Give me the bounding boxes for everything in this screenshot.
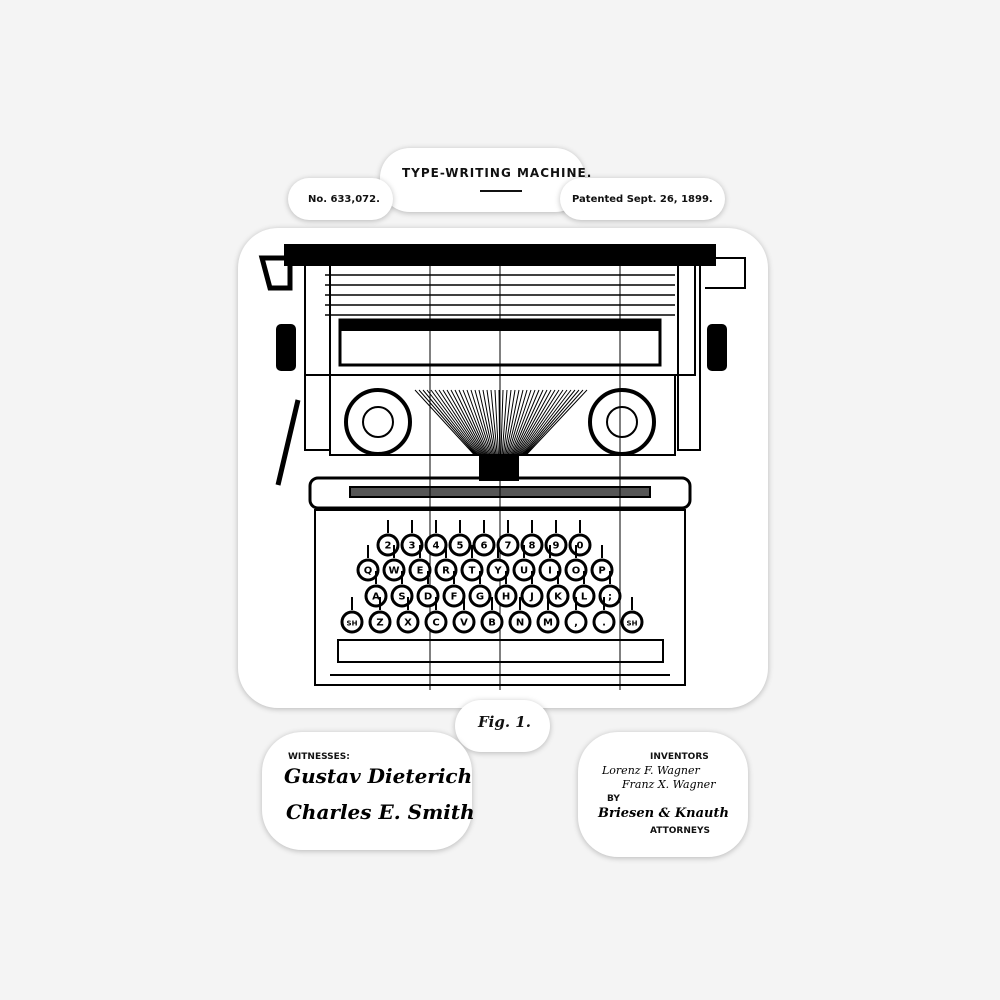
key-label: P [598,566,605,577]
key-label: G [476,592,484,603]
right-spool-hub [607,407,637,437]
left-spool-hub [363,407,393,437]
left-knob [277,325,295,370]
key-label: 6 [481,541,488,552]
key-label: Y [493,566,502,577]
key-label: ; [608,592,612,603]
right-frame [678,260,700,450]
key-label: S [398,592,405,603]
key-label: 3 [409,541,416,552]
left-spool [346,390,410,454]
key-label: C [432,618,439,629]
key-label: W [388,566,399,577]
key-label: Z [376,618,383,629]
key-label: 0 [577,541,584,552]
key-label: 7 [505,541,512,552]
key-label: SH [627,620,638,628]
key-label: 2 [385,541,392,552]
typebar-lines [415,390,587,455]
key-label: T [469,566,476,577]
key-label: U [520,566,528,577]
key-label: F [451,592,458,603]
key-label: 8 [529,541,536,552]
key-label: 9 [553,541,560,552]
key-label: 4 [433,541,440,552]
left-lever [262,258,298,485]
key-label: B [488,618,496,629]
witness-signature-2: Charles E. Smith [286,800,475,824]
key-label: , [574,618,578,629]
inventor-signature-1: Lorenz F. Wagner [602,764,700,777]
key-label: R [442,566,450,577]
right-knob [708,325,726,370]
key-label: K [554,592,563,603]
key-label: L [581,592,588,603]
attorneys-label: ATTORNEYS [650,826,710,836]
key-label: J [529,592,534,603]
key-label: . [602,618,606,629]
key-label: SH [347,620,358,628]
key-label: N [516,618,524,629]
key-label: H [502,592,510,603]
key-label: 5 [457,541,464,552]
witnesses-label: WITNESSES: [288,752,350,762]
left-frame [305,260,330,450]
key-label: Q [364,566,373,577]
key-label: A [372,592,380,603]
inventor-signature-2: Franz X. Wagner [622,778,715,791]
attorney-signature: Briesen & Knauth [598,806,729,821]
key-label: D [424,592,432,603]
typebars [415,390,587,455]
right-spool [590,390,654,454]
key-label: E [417,566,424,577]
witness-signature-1: Gustav Dieterich [284,764,472,788]
key-label: M [543,618,553,629]
key-label: I [548,566,552,577]
figure-label: Fig. 1. [478,713,531,731]
key-label: V [460,618,468,629]
key-label: X [404,618,412,629]
type-guide [480,455,518,480]
by-label: BY [607,794,620,804]
key-label: O [572,566,581,577]
keyboard-keys: 2 3 4 5 6 7 8 9 0Q W E R T Y U I O P A S D F G H J K L; SH Z X C V B N M,.… [342,520,642,632]
inventors-label: INVENTORS [650,752,709,762]
